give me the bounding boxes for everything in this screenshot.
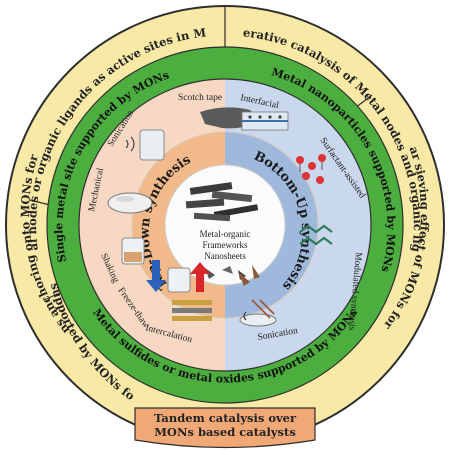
- method-scotch-tape: Scotch tape: [178, 93, 222, 103]
- freeze-thaw-icon: [146, 260, 210, 293]
- interfacial-layer-icon: [241, 111, 289, 131]
- ball-mill-icon: [107, 192, 153, 214]
- center-label-line-1: Metal-organic: [200, 229, 251, 239]
- sonication-dish-icon: [239, 299, 277, 327]
- synthesis-ring-border: [131, 131, 319, 319]
- nanosheet-growth-icon: [238, 265, 260, 286]
- tandem-catalysis-tab: [134, 407, 316, 449]
- nanosheet-fragments: [205, 266, 246, 280]
- surfactant-micelle-icon: [296, 154, 326, 184]
- tandem-catalysis-line-1: Tandem catalysis over: [154, 411, 297, 425]
- tandem-catalysis-line-2: MONs based catalysts: [154, 425, 296, 439]
- intercalation-layers-icon: [172, 300, 212, 321]
- shaking-beaker-icon: [121, 237, 145, 265]
- center-label-line-2: Frameworks: [203, 240, 248, 250]
- nanosheet-illustration: [185, 182, 259, 222]
- sonication-beaker-icon: [125, 129, 165, 161]
- mon-center-disk: [164, 164, 286, 286]
- center-label-line-3: Nanosheets: [204, 251, 246, 261]
- modulated-crystal-icon: [299, 224, 333, 246]
- inner-disk-border: [78, 78, 372, 372]
